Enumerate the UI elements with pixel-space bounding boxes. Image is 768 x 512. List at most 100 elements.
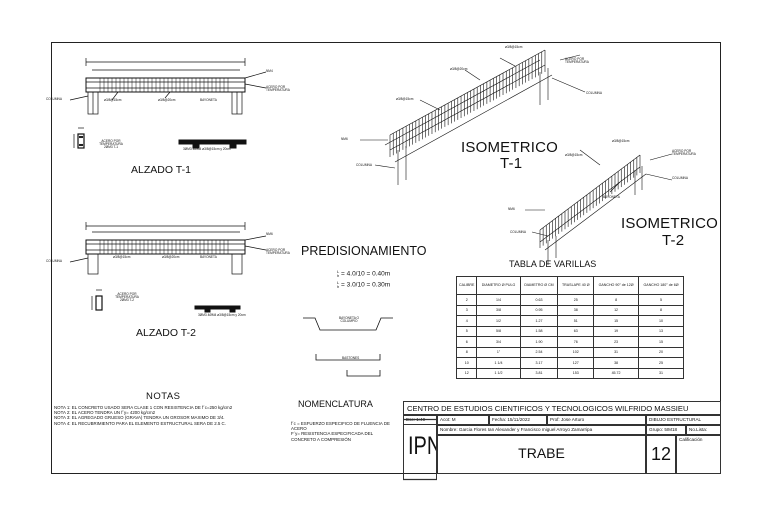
label-barra-t2b: ø3/8@20cm	[162, 255, 180, 259]
tabla-header-cell: CALIBRE	[455, 276, 478, 295]
iso2-label-columna-2: COLUMNA	[510, 230, 526, 234]
title-block-materia: DIBUJO ESTRUCTURAL	[646, 415, 721, 425]
title-block-fecha: Fecha: 15/11/2022	[489, 415, 547, 425]
label-acero-temp-t1: ACERO POR TEMPERATURA	[266, 85, 290, 93]
slab-section-t1	[178, 139, 247, 149]
iso2-label-acero: ACERO POR TEMPERATURA	[672, 149, 696, 157]
label-barra-t1b: ø3/8@20cm	[158, 98, 176, 102]
table-cell: 0.95	[519, 304, 559, 316]
table-cell: 31	[593, 346, 640, 358]
isometric-t1-title-1: ISOMETRICO	[461, 139, 559, 156]
table-cell: 38	[593, 357, 640, 369]
nota-4: NOTA 4: EL RECUBRIMIENTO PARA EL ELEMENT…	[54, 420, 226, 426]
nomenclatura-title: NOMENCLATURA	[298, 399, 373, 409]
table-cell: 5	[638, 294, 684, 306]
iso2-label-nm6: NM6	[508, 207, 515, 211]
table-cell: 10	[455, 357, 478, 369]
table-cell: 15	[593, 315, 640, 327]
isometric-t1-title-2: T-1	[500, 155, 523, 172]
table-cell: 2	[455, 294, 478, 306]
table-cell: 1.58	[519, 325, 559, 337]
iso2-label-barra-a: ø3/8@15cm	[565, 153, 583, 157]
tabla-header-cell: DIAMETRO Ø PULG	[476, 276, 521, 295]
iso1-label-barra-b: ø3/8@20cm	[450, 67, 468, 71]
table-cell: 23	[593, 336, 640, 348]
label-barra-t2a: ø3/8@15cm	[113, 255, 131, 259]
section-t2	[91, 289, 103, 311]
table-cell: 8	[638, 304, 684, 316]
title-block-calificacion: Calificación	[676, 435, 721, 474]
title-block-no-lista: No.Lista:	[686, 425, 721, 435]
bayoneta-shape	[303, 317, 393, 331]
stirrups-t1	[99, 78, 229, 92]
tabla-header-cell: GANCHO 90° de 12Ø	[593, 276, 640, 295]
label-nm6-t2: NM6	[266, 232, 273, 236]
table-cell: 63	[557, 325, 595, 337]
isometric-t2	[525, 149, 673, 265]
nomenclatura-item-1: f´c = ESFUERZO ESPECIFICO DE FLUENCIA DE…	[291, 421, 390, 432]
table-cell: 20	[638, 346, 684, 358]
section-t1	[73, 127, 85, 149]
notas-title: NOTAS	[146, 391, 181, 402]
table-cell: 25	[557, 294, 595, 306]
table-cell: 12	[593, 304, 640, 316]
notas-list: NOTA 1: EL CONCRETO USADO SERA CLASE 1 C…	[54, 405, 232, 426]
table-cell: 2.54	[519, 346, 559, 358]
table-cell: 0.63	[519, 294, 559, 306]
iso2-label-columna: COLUMNA	[672, 176, 688, 180]
title-block-grupo: Grupo: 5IM18	[646, 425, 686, 435]
table-cell: 1 1/4	[476, 357, 521, 369]
table-cell: 8	[455, 346, 478, 358]
stirrups-t2	[99, 240, 229, 254]
iso2-label-barra-b: ø3/8@15cm	[612, 139, 630, 143]
tabla-varillas-title: TABLA DE VARILLAS	[509, 259, 597, 269]
table-cell: 10	[638, 315, 684, 327]
table-cell: 3.81	[519, 367, 559, 379]
title-block-nombre: Nombre: Garcia Flores Ian Alexander y Fr…	[437, 425, 646, 435]
table-cell: 15	[638, 336, 684, 348]
label-barra-t1a: ø3/8@15cm	[104, 98, 122, 102]
table-cell: 51	[557, 315, 595, 327]
table-cell: 31	[638, 367, 684, 379]
label-section-t1: ACERO POR TEMPERATURA 2ØM3 T-1	[99, 139, 123, 150]
bayoneta-label: BAYONETA O COLUMPIO	[338, 316, 360, 324]
label-bayoneta-t1: BAYONETA	[200, 98, 217, 102]
table-cell: 5	[455, 325, 478, 337]
table-cell: 3.17	[519, 357, 559, 369]
title-block-school: CENTRO DE ESTUDIOS CIENTIFICOS Y TECNOLO…	[403, 401, 721, 415]
iso2-label-bayoneta: BAYONETA	[603, 195, 620, 199]
label-bayoneta-t2: BAYONETA	[200, 255, 217, 259]
title-block-acot: Acot: M	[437, 415, 489, 425]
iso1-label-barra-c: ø3/8@15cm	[505, 45, 523, 49]
table-cell: 13	[638, 325, 684, 337]
iso1-label-acero: ACERO POR TEMPERATURA	[565, 57, 589, 65]
table-cell: 153	[557, 367, 595, 379]
table-cell: 1 1/2	[476, 367, 521, 379]
iso1-label-barra-a: ø3/8@15cm	[396, 97, 414, 101]
iso1-label-nm6: NM6	[341, 137, 348, 141]
beam-t1	[69, 58, 267, 115]
table-cell: 19	[593, 325, 640, 337]
iso1-label-columna-2: COLUMNA	[356, 163, 372, 167]
table-cell: 12	[455, 367, 478, 379]
nota-3: NOTA 3: EL AGREGADO GRUESO (GRAVA) TENDR…	[54, 415, 225, 421]
isometric-t1	[360, 49, 586, 185]
table-cell: 127	[557, 357, 595, 369]
alzado-t1-title: ALZADO T-1	[131, 164, 191, 176]
drawing-name: TRABE	[437, 435, 646, 474]
title-block-numero: 12	[646, 435, 676, 474]
iso1-label-columna: COLUMNA	[586, 91, 602, 95]
nomenclatura-item-2: F´y= RESISTENCIA ESPECIFICADA DEL CONCRE…	[291, 431, 373, 442]
table-cell: 25	[638, 357, 684, 369]
formula-1-text: = 4.0/10 = 0.40m	[341, 270, 391, 278]
